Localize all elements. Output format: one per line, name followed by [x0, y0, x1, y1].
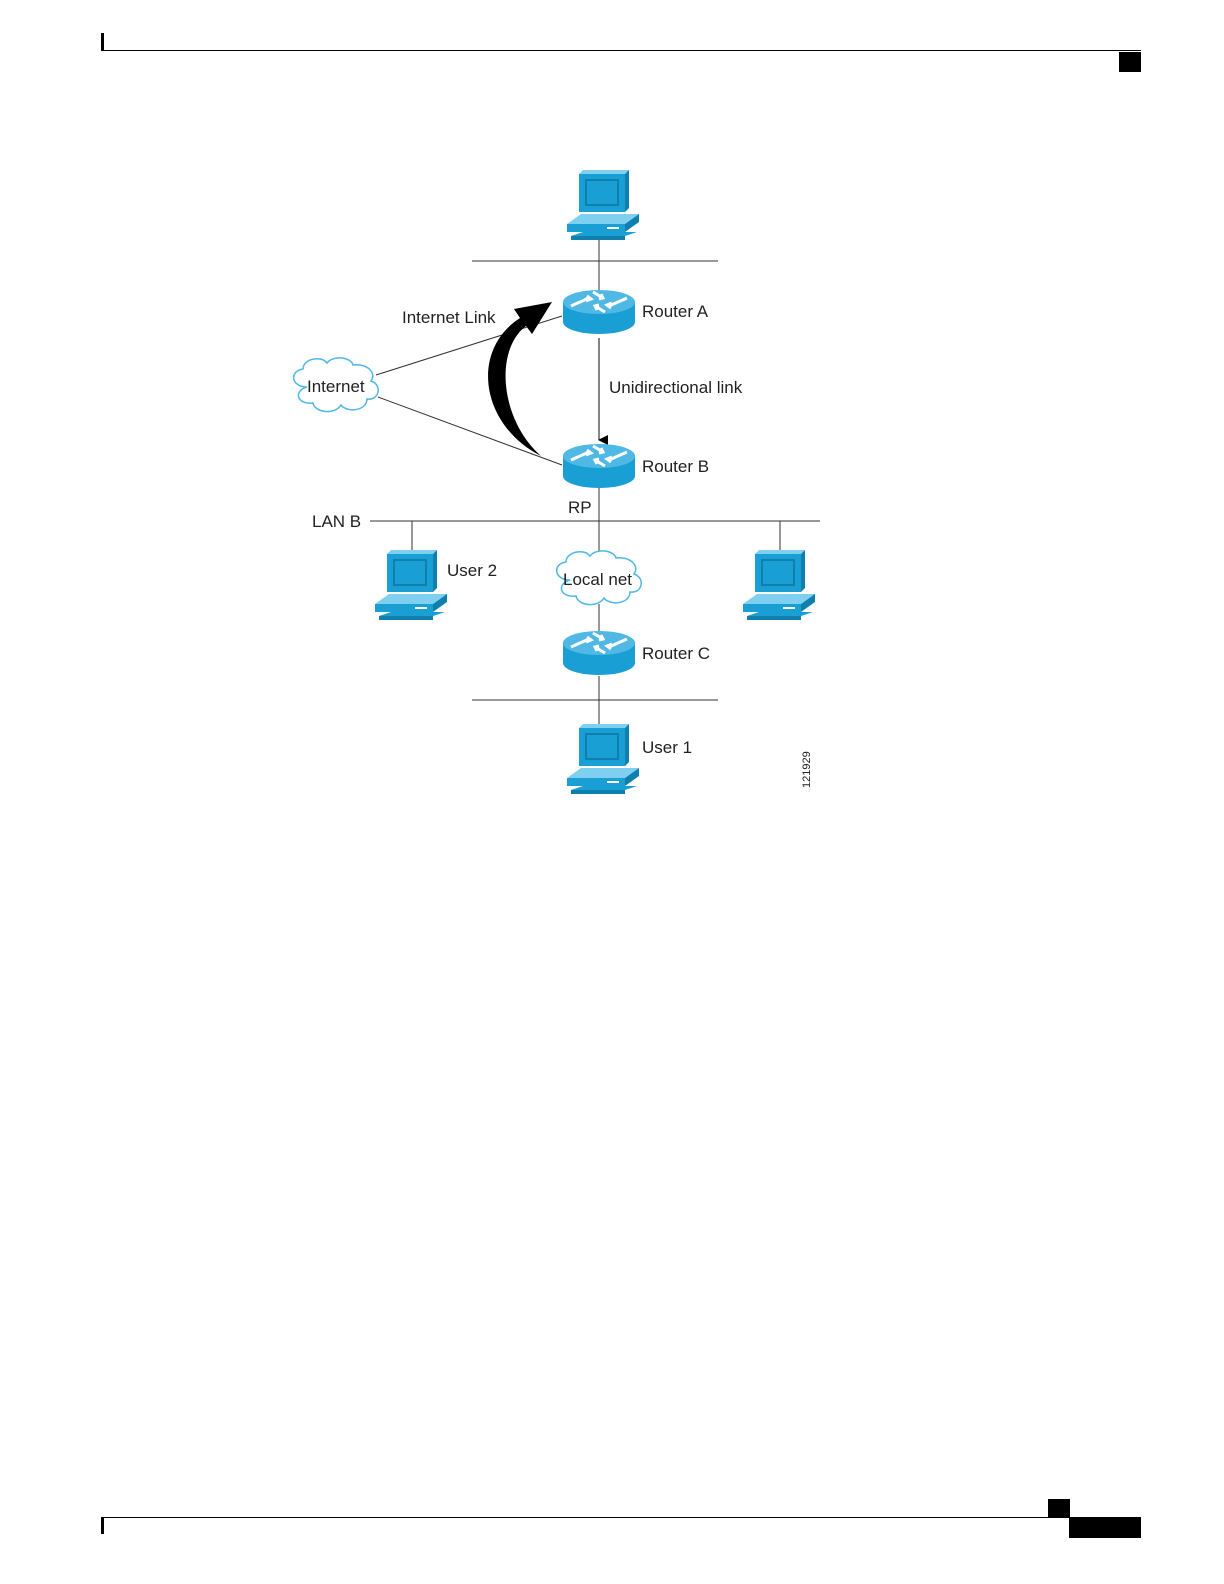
right-workstation-icon — [743, 550, 815, 620]
lan-b-label: LAN B — [312, 512, 361, 531]
router-a-icon — [563, 290, 635, 334]
router-c-icon — [563, 631, 635, 675]
top-workstation-icon — [567, 170, 639, 240]
internet-link-label: Internet Link — [402, 308, 496, 327]
unidirectional-link-label: Unidirectional link — [609, 378, 743, 397]
local-net-label: Local net — [563, 570, 632, 589]
user-2-workstation-icon — [375, 550, 447, 620]
rp-label: RP — [568, 498, 592, 517]
figure-id-label: 121929 — [801, 751, 813, 788]
user-1-label: User 1 — [642, 738, 692, 757]
router-b-label: Router B — [642, 457, 709, 476]
reverse-path-arrow — [488, 302, 552, 456]
internet-link-to-router-b — [378, 397, 562, 465]
user-2-label: User 2 — [447, 561, 497, 580]
router-b-icon — [563, 444, 635, 488]
internet-label: Internet — [307, 377, 365, 396]
router-c-label: Router C — [642, 644, 710, 663]
user-1-workstation-icon — [567, 724, 639, 794]
router-a-label: Router A — [642, 302, 709, 321]
